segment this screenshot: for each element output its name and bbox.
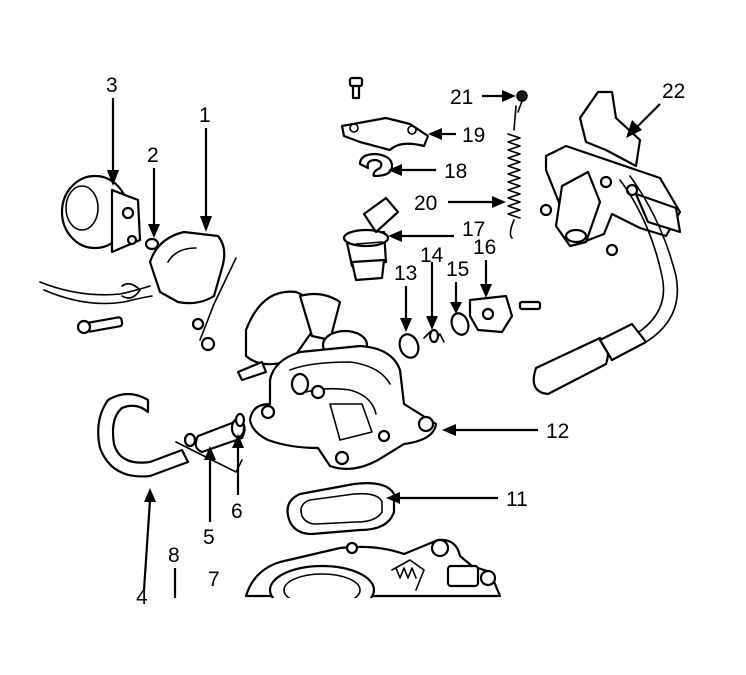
callout-16: 16 [473, 236, 496, 259]
part-1-cover-housing [39, 230, 237, 341]
part-21-stud [516, 90, 528, 113]
leader-lines [107, 90, 661, 598]
callout-21: 21 [450, 86, 473, 109]
part-16-valve-body [468, 294, 542, 334]
callout-1: 1 [199, 104, 211, 127]
callout-6: 6 [231, 500, 243, 523]
part-17-sensor [342, 196, 400, 282]
callout-18: 18 [444, 160, 467, 183]
callout-19: 19 [462, 124, 485, 147]
part-20-spring [507, 105, 521, 239]
part-4-vacuum-hose [97, 392, 190, 478]
callout-3: 3 [106, 74, 118, 97]
part-11-gasket [286, 482, 396, 536]
callout-5: 5 [203, 526, 215, 549]
callout-4: 4 [136, 586, 148, 609]
callout-17: 17 [462, 218, 485, 241]
callout-14: 14 [420, 244, 444, 267]
part-19-bracket [340, 116, 430, 152]
part-18-clip [358, 152, 394, 178]
small-washers [191, 317, 216, 352]
part-2-washer [144, 237, 160, 251]
part-14-spring [423, 328, 445, 344]
callout-7: 7 [208, 568, 220, 591]
part-13-plate [398, 333, 420, 359]
part-15-o-ring [450, 312, 470, 336]
callout-12: 12 [546, 420, 569, 443]
part-3-vacuum-diaphragm [60, 174, 142, 254]
part-6-o-rings [175, 412, 246, 473]
part-22-lever-bracket [532, 90, 682, 396]
part-12-throttle-housing [236, 290, 438, 471]
bolt-top [348, 76, 364, 100]
crop-region [0, 598, 746, 675]
callout-20: 20 [414, 192, 437, 215]
callout-8: 8 [168, 544, 180, 567]
screw-left [76, 316, 124, 335]
callout-2: 2 [147, 144, 159, 167]
callout-11: 11 [506, 488, 528, 511]
callout-13: 13 [394, 262, 417, 285]
callout-15: 15 [446, 258, 469, 281]
callout-22: 22 [662, 80, 685, 103]
callout-labels: 1 2 3 4 5 6 7 8 11 12 13 14 15 16 17 18 … [106, 74, 685, 609]
